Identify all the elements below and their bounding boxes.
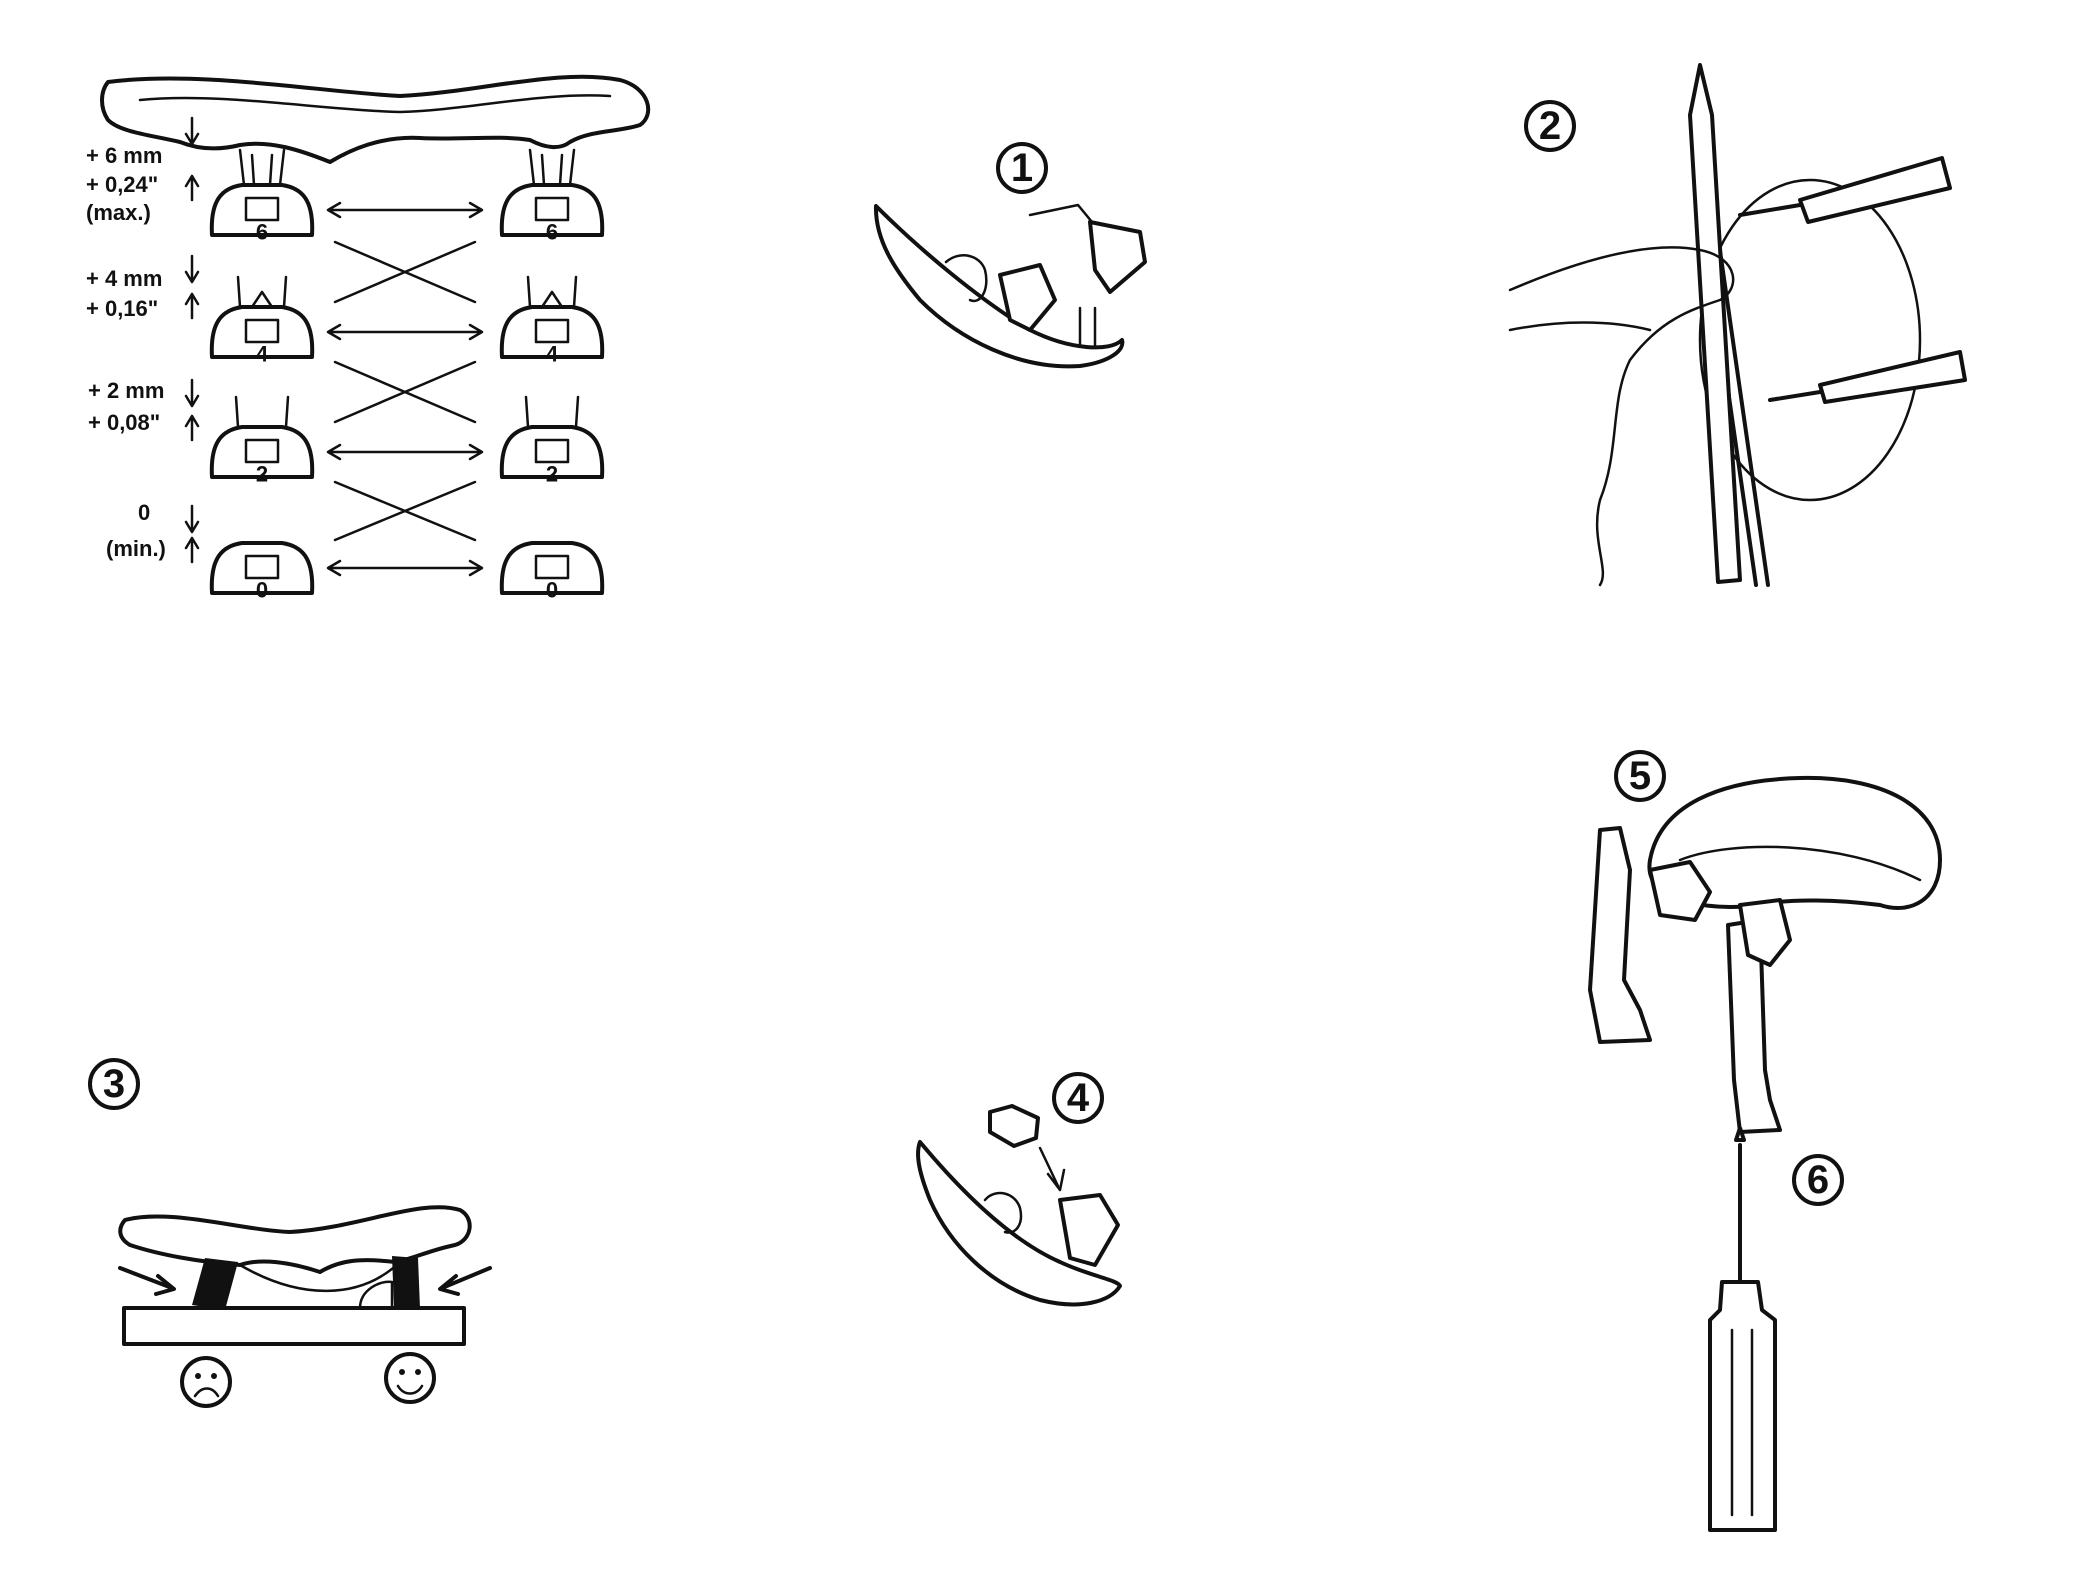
swap-arrows-horizontal [326,201,484,577]
row-2-line1: + 2 mm [88,378,164,403]
clip-left-0: 0 [256,578,268,603]
clip-right-4: 4 [546,342,559,367]
step-6-badge [1792,1154,1844,1206]
step-3-badge [88,1058,140,1110]
step-5-6-figure: 5 6 [1588,750,1942,1532]
clip-right-6: 6 [546,220,558,245]
saddle-outline [100,74,651,164]
step-5-badge [1614,750,1666,802]
row-0-line1: 0 [138,500,150,525]
step-3-number: 3 [103,1062,125,1106]
sad-face-icon [180,1356,232,1408]
step-2-figure: 2 [1508,63,1967,587]
step-4-badge [1052,1072,1104,1124]
clip-left-2: 2 [256,462,268,487]
swap-arrows-crossing [333,240,477,542]
step-4-figure: 4 [916,1072,1122,1307]
insert-pad [988,1104,1040,1148]
clip-right-2: 2 [546,462,558,487]
clips-left-column: 6 4 2 0 [209,148,315,603]
step-2-badge [1524,100,1576,152]
step-2-number: 2 [1539,104,1561,148]
height-labels: + 6 mm + 0,24" (max.) + 4 mm + 0,16" + 2… [86,143,166,561]
step-5-number: 5 [1629,754,1651,798]
step-1-number: 1 [1011,146,1033,190]
row-2-line2: + 0,08" [88,410,160,435]
row-6-line1: + 6 mm [86,143,162,168]
wrong-position-block [192,1258,238,1310]
step-3-figure: 3 [88,1058,492,1408]
happy-face-icon [384,1352,436,1404]
height-adjustment-figure: + 6 mm + 0,24" (max.) + 4 mm + 0,16" + 2… [86,74,651,603]
row-0-line2: (min.) [106,536,166,561]
row-6-line2: + 0,24" [86,172,158,197]
row-4-line1: + 4 mm [86,266,162,291]
step-6-number: 6 [1807,1158,1829,1202]
step-1-figure: 1 [873,142,1147,369]
clip-left-6: 6 [256,220,268,245]
clip-left-4: 4 [256,342,269,367]
row-4-line2: + 0,16" [86,296,158,321]
right-position-block [392,1256,420,1308]
height-arrows [184,116,200,564]
step-1-badge [996,142,1048,194]
clip-right-0: 0 [546,578,558,603]
row-6-line3: (max.) [86,200,151,225]
step-4-number: 4 [1067,1076,1090,1120]
clips-right-column: 6 4 2 0 [499,148,605,603]
